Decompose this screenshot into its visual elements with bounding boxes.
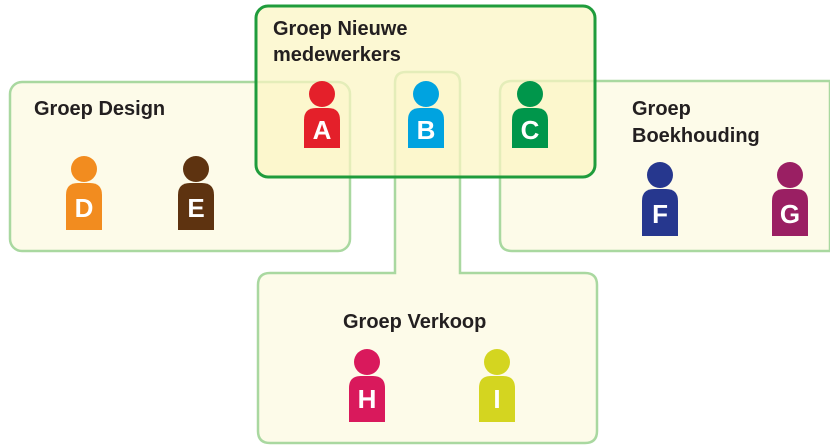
group-nieuwe-label-line2: medewerkers (273, 44, 401, 66)
person-d-head (71, 156, 97, 182)
person-f-letter: F (652, 199, 668, 229)
person-i-head (484, 349, 510, 375)
person-e-letter: E (187, 193, 204, 223)
person-a-icon: A (304, 81, 340, 148)
person-a-head (309, 81, 335, 107)
person-d-letter: D (75, 193, 94, 223)
person-i-icon: I (479, 349, 515, 422)
person-h-head (354, 349, 380, 375)
person-h-icon: H (349, 349, 385, 422)
person-a-letter: A (313, 115, 332, 145)
person-g-body (772, 189, 808, 236)
person-c-letter: C (521, 115, 540, 145)
person-b-icon: B (408, 81, 444, 148)
person-f-body (642, 189, 678, 236)
group-boekhouding-label-line1: Groep (632, 98, 691, 120)
person-e-head (183, 156, 209, 182)
group-verkoop-label: Groep Verkoop (343, 311, 486, 333)
person-b-body (408, 108, 444, 148)
person-d-body (66, 183, 102, 230)
person-c-icon: C (512, 81, 548, 148)
person-a-body (304, 108, 340, 148)
person-e-body (178, 183, 214, 230)
person-c-head (517, 81, 543, 107)
person-e-icon: E (178, 156, 214, 230)
person-g-icon: G (772, 162, 808, 236)
person-b-letter: B (417, 115, 436, 145)
person-i-letter: I (493, 384, 500, 414)
group-nieuwe-medewerkers-label: Groep Nieuwe medewerkers (273, 18, 413, 66)
person-g-letter: G (780, 199, 800, 229)
person-g-head (777, 162, 803, 188)
person-h-letter: H (358, 384, 377, 414)
person-d-icon: D (66, 156, 102, 230)
person-c-body (512, 108, 548, 148)
group-design-label: Groep Design (34, 98, 165, 120)
person-f-head (647, 162, 673, 188)
person-i-body (479, 376, 515, 422)
group-boekhouding-label-line2: Boekhouding (632, 125, 760, 147)
group-nieuwe-label-line1: Groep Nieuwe (273, 18, 407, 40)
person-b-head (413, 81, 439, 107)
person-h-body (349, 376, 385, 422)
person-f-icon: F (642, 162, 678, 236)
group-boekhouding-label: Groep Boekhouding (632, 98, 760, 147)
